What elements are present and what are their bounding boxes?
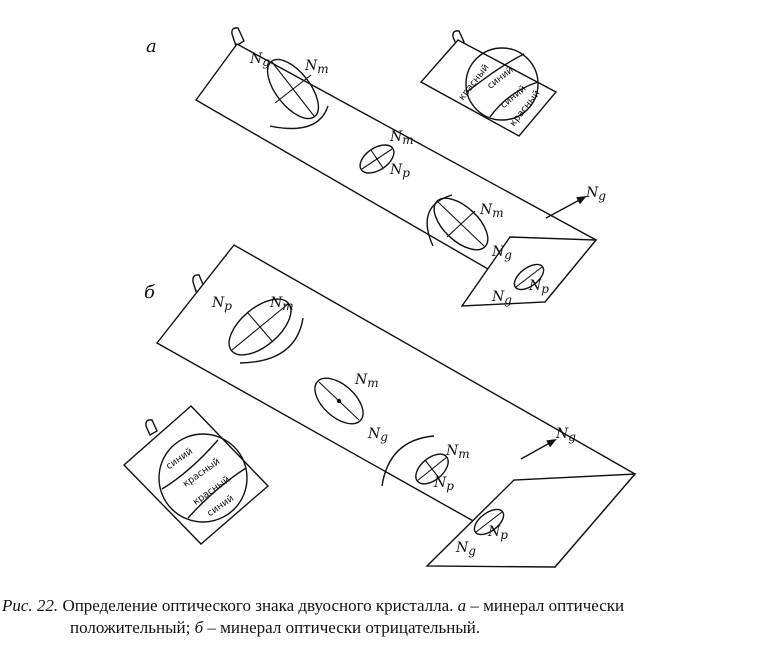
caption-a-text: – минерал оптически — [466, 596, 625, 615]
slide-a-tab — [231, 27, 245, 48]
label-nm-a1: Nm — [304, 58, 329, 76]
panel-b-label: б — [144, 282, 156, 303]
indicatrix-section-b3 — [381, 435, 449, 487]
caption-positive-text: положительный; — [70, 618, 195, 637]
caption-line-2: положительный; б – минерал оптически отр… — [70, 617, 480, 638]
label-nm-b3: Nm — [445, 443, 470, 461]
label-ng-a1: Ng — [249, 51, 270, 69]
compensator-plate-b — [425, 473, 637, 568]
caption-title: Определение оптического знака двуосного … — [58, 596, 458, 615]
label-ng-b2: Ng — [367, 426, 388, 444]
panel-a-label: а — [146, 36, 157, 57]
label-ng-a4: Ng — [491, 289, 512, 307]
caption-figure-number: Рис. 22. — [2, 596, 59, 615]
caption-line-1: Рис. 22. Определение оптического знака д… — [2, 595, 624, 616]
indicatrix-section-a2 — [359, 144, 395, 174]
ng-arrow-b — [520, 439, 557, 460]
label-nm-a3: Nm — [479, 202, 504, 220]
interference-figure-a-box — [419, 39, 558, 137]
label-ng-arrow-b: Ng — [555, 426, 576, 444]
label-np-a2: Np — [389, 162, 410, 180]
label-np-b1: Np — [211, 295, 232, 313]
label-nm-a2: Nm — [389, 129, 414, 147]
label-ng-a3: Ng — [491, 244, 512, 262]
indicatrix-section-a3 — [426, 194, 489, 251]
ng-arrow-a — [545, 196, 587, 219]
figure-b-tab — [145, 419, 158, 436]
caption-a-letter: а — [457, 596, 467, 615]
label-ng-arrow-a: Ng — [585, 185, 606, 203]
label-np-a4: Np — [528, 278, 549, 296]
indicatrix-section-b2 — [314, 377, 364, 425]
label-nm-b2: Nm — [354, 372, 379, 390]
caption-b-letter: б — [194, 618, 204, 637]
optical-sign-diagram: а Ng Nm Nm Np Nm Ng Ng Np Ng — [122, 27, 637, 568]
label-nm-b1: Nm — [269, 295, 294, 313]
label-ng-b4: Ng — [455, 540, 476, 558]
label-np-b3: Np — [433, 475, 454, 493]
compensator-ellipse-a — [513, 263, 545, 291]
label-np-b4: Np — [487, 524, 508, 542]
indicatrix-section-b1 — [228, 298, 304, 364]
indicatrix-section-a1 — [266, 58, 329, 130]
compensator-plate-a — [460, 236, 598, 307]
compensator-ellipse-b — [473, 508, 505, 536]
caption-b-text: – минерал оптически отрицательный. — [203, 618, 481, 637]
